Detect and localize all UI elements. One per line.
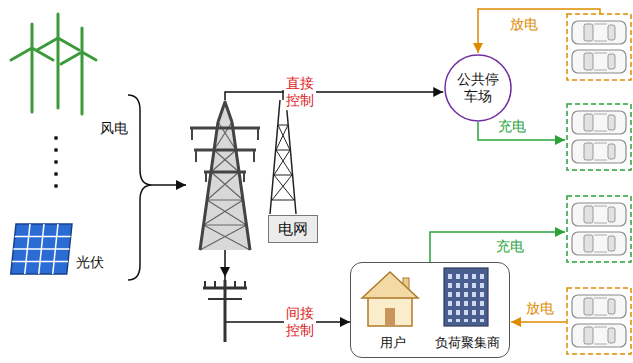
discharge-arrow [478, 9, 600, 53]
house-icon [362, 272, 418, 326]
tower-arms [190, 128, 260, 172]
pole-crossbar [208, 298, 242, 300]
dashed-group-box [567, 104, 631, 170]
car-group-charge [567, 104, 631, 170]
charge-label: 充电 [498, 118, 526, 135]
user-label: 用户 [380, 335, 406, 351]
aggregator-label: 负荷聚集商 [435, 335, 500, 351]
down-arrowhead [220, 267, 230, 277]
car-icon [572, 324, 626, 347]
turbine-blades [11, 24, 53, 60]
panel-frame [11, 224, 72, 274]
car-icon [572, 111, 626, 134]
house-door [385, 308, 395, 326]
wind-turbines [11, 14, 96, 114]
grid-box-label: 电网 [268, 215, 318, 243]
building-icon [444, 268, 488, 326]
dot [54, 136, 58, 140]
merge-brace [128, 95, 152, 280]
turbine-blades [37, 14, 79, 50]
panel-grid [11, 224, 72, 274]
source-label: 风电 [100, 120, 128, 137]
direct-control-connector [225, 92, 443, 100]
grid-group: 电网 [188, 100, 322, 250]
tower-body [200, 102, 250, 250]
dot [54, 172, 58, 176]
pole-insulators [205, 281, 245, 288]
dashed-group-box [567, 14, 631, 80]
dot [54, 160, 58, 164]
charge-label: 充电 [496, 238, 524, 255]
ellipsis-dots [54, 136, 58, 188]
car-group-charge [567, 196, 631, 262]
car-icon [572, 140, 626, 163]
house-body [368, 296, 412, 326]
control-label: 间接控制 [284, 304, 316, 340]
source-label: 光伏 [76, 254, 104, 271]
tower-legs [200, 102, 250, 250]
dashed-group-box [567, 288, 631, 354]
brace-arrow [152, 184, 186, 186]
discharge-label: 放电 [526, 300, 554, 317]
discharge-arrow [511, 321, 566, 323]
dot [54, 184, 58, 188]
building-windows [446, 272, 486, 322]
dot [54, 148, 58, 152]
car-icon [572, 295, 626, 318]
turbine-post [31, 48, 34, 112]
building-body [444, 268, 488, 326]
control-label: 直接控制 [284, 74, 316, 110]
transmission-tower [190, 102, 260, 250]
turbine-post [57, 38, 60, 108]
solar-panel [11, 224, 72, 274]
pole-crossbar [203, 287, 247, 290]
parking-label: 公共停车场 [457, 71, 499, 105]
utility-pole [203, 267, 247, 342]
circle-outline [445, 55, 511, 121]
car-icon [572, 21, 626, 44]
car-icon [572, 232, 626, 255]
user-aggregator-box: 用户 负荷聚集商 [350, 262, 510, 358]
car-icon [572, 203, 626, 226]
parking-circle: 公共停车场 [444, 54, 512, 122]
car-group-discharge [567, 288, 631, 354]
charge-arrow [430, 232, 565, 262]
mast-lattice [272, 125, 294, 200]
house-roof [362, 272, 418, 298]
discharge-label: 放电 [510, 16, 538, 33]
turbine-blades [61, 28, 96, 64]
turbine-post [81, 52, 84, 114]
dashed-group-box [567, 196, 631, 262]
car-group-discharge [567, 14, 631, 80]
tower-insulators [192, 128, 258, 182]
car-icon [572, 50, 626, 73]
